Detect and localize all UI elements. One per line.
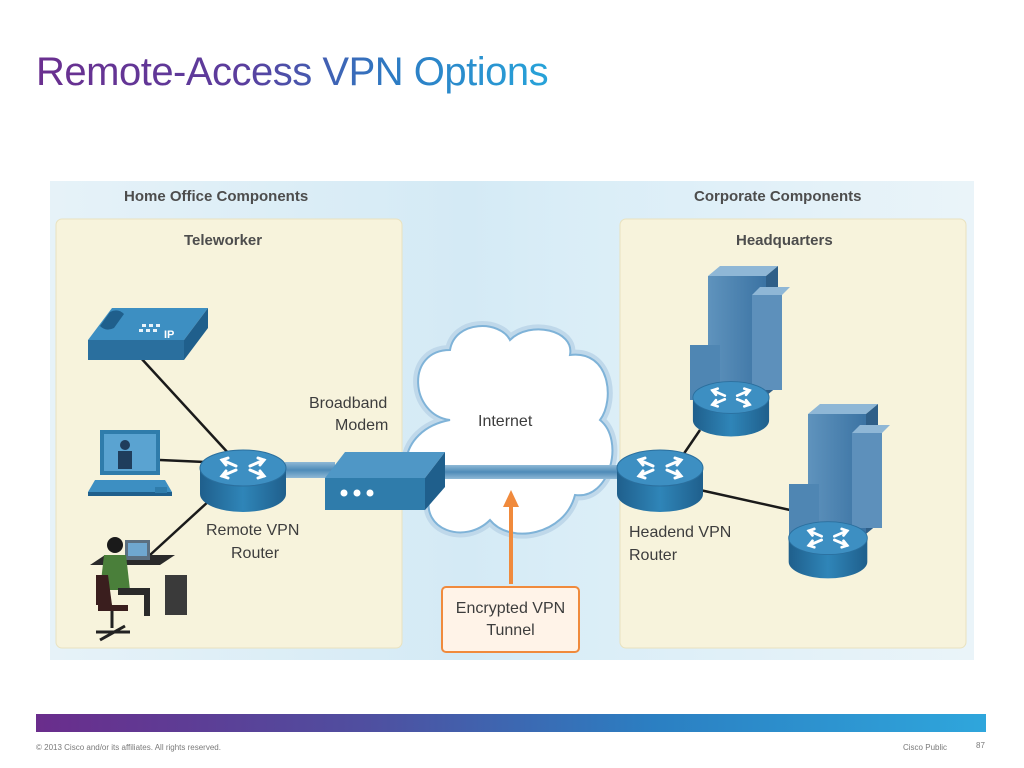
tunnel-label-1: Encrypted VPN [455,600,566,617]
headquarters-building-2-icon [789,404,890,539]
corporate-header: Corporate Components [694,188,862,205]
teleworker-person-icon [90,537,187,642]
ip-tag: IP [164,329,174,341]
teleworker-label: Teleworker [184,232,263,249]
home-office-header: Home Office Components [124,188,309,205]
footer-gradient-bar [36,714,986,732]
tunnel-arrow-head [503,490,519,507]
slide-title: Remote-Access VPN Options [36,50,549,94]
video-pc-icon [88,430,172,496]
ip-phone-icon: IP [88,308,208,360]
remote-vpn-router-icon [198,448,288,514]
hq-router-2-icon [787,520,869,580]
headend-vpn-router-icon [615,448,705,514]
encrypted-vpn-tunnel-box: Encrypted VPN Tunnel [441,586,580,653]
remote-vpn-label-1: Remote VPN [206,522,300,539]
hq1-link [681,429,702,456]
broadband-label-1: Broadband [309,395,388,412]
hq-router-1-icon [691,380,771,438]
headend-vpn-label-1: Headend VPN [629,524,732,541]
headquarters-panel [619,218,967,649]
internet-cloud [400,321,618,539]
router-modem-link [285,462,335,478]
copyright-text: © 2013 Cisco and/or its affiliates. All … [36,743,221,752]
remote-vpn-label-2: Router [231,545,280,562]
classification-text: Cisco Public [903,743,948,752]
worker-link [149,499,211,556]
hq2-link [699,488,791,512]
page-number: 87 [976,741,985,750]
headquarters-label: Headquarters [736,232,833,249]
pc-link [159,458,206,464]
broadband-label-2: Modem [335,417,389,434]
internet-label: Internet [478,413,533,430]
modem-internet-link [440,465,620,479]
phone-link [139,356,231,456]
broadband-modem-icon [325,452,445,510]
tunnel-label-2: Tunnel [486,622,535,639]
headend-vpn-label-2: Router [629,547,678,564]
